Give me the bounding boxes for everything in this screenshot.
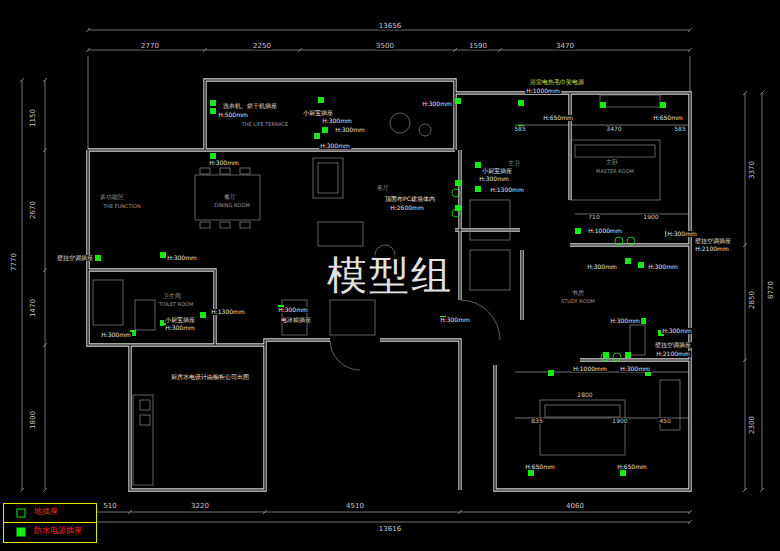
plan-label: 主卧 xyxy=(605,159,619,165)
plan-label: THE LIFE TERRACE xyxy=(241,122,289,127)
plan-label: 小厨宝插座 xyxy=(481,168,513,174)
plan-label: H:300mm xyxy=(277,307,309,313)
plan-label: 510 xyxy=(102,503,117,510)
plan-label: H:2100mm xyxy=(655,351,691,357)
plan-label: 1800 xyxy=(30,410,37,430)
plan-label: 壁挂空调插座 xyxy=(654,342,692,348)
plan-label: H:300mm xyxy=(439,317,471,323)
plan-label: H:300mm xyxy=(164,325,196,331)
plan-label: 书房 xyxy=(571,290,585,296)
plan-label: 3220 xyxy=(190,503,210,510)
plan-label: 厨房水电设计由橱柜公司出图 xyxy=(170,374,250,380)
plan-label: 585 xyxy=(513,126,526,132)
legend-row: 地插座 xyxy=(4,504,96,523)
plan-label: 3470 xyxy=(555,43,575,50)
plan-label: 浴室电热毛巾架电源 xyxy=(529,79,585,85)
plan-label: 2300 xyxy=(749,415,756,435)
plan-label: 2670 xyxy=(30,200,37,220)
plan-label: 1470 xyxy=(30,298,37,318)
plan-label: 2250 xyxy=(252,43,272,50)
plan-label: H:500mm xyxy=(217,112,249,118)
plan-label: H:300mm xyxy=(478,176,510,182)
plan-label: 4510 xyxy=(345,503,365,510)
plan-label: H:300mm xyxy=(319,143,351,149)
plan-label: 餐厅 xyxy=(223,194,237,200)
plan-label: THE FUNCTION xyxy=(102,204,142,209)
plan-label: 2770 xyxy=(140,43,160,50)
socket-symbol xyxy=(16,527,28,537)
plan-label: 13656 xyxy=(378,23,402,30)
plan-label: 835 xyxy=(530,418,543,424)
plan-label: 卫生间 xyxy=(162,293,182,299)
plan-label: 13616 xyxy=(378,526,402,533)
plan-label: 3500 xyxy=(375,43,395,50)
plan-label: H:300mm xyxy=(647,264,679,270)
plan-label: STUDY ROOM xyxy=(560,299,596,304)
plan-label: 4060 xyxy=(565,503,585,510)
plan-label: 1590 xyxy=(468,43,488,50)
legend-box: 地插座防水电源插座 xyxy=(3,503,97,543)
plan-label: 壁挂空调插座 xyxy=(694,238,732,244)
plan-label: H:300mm xyxy=(586,264,618,270)
plan-label: 1900 xyxy=(642,214,659,220)
plan-label: 1900 xyxy=(611,418,628,424)
plan-label: 3370 xyxy=(749,160,756,180)
plan-label: 3470 xyxy=(605,126,622,132)
plan-label: TOILET ROOM xyxy=(158,302,195,307)
plan-label: 电冰箱插座 xyxy=(280,317,312,323)
plan-label: 小厨宝插座 xyxy=(164,317,196,323)
plan-label: H:1000mm xyxy=(572,366,608,372)
plan-label: 2800 xyxy=(576,392,593,398)
plan-label: H:1300mm xyxy=(489,187,525,193)
legend-text: 防水电源插座 xyxy=(34,527,82,535)
plan-label: DINING ROOM xyxy=(213,203,250,208)
plan-label: H:650mm xyxy=(616,464,648,470)
plan-label: H:650mm xyxy=(542,115,574,121)
plan-label: 2850 xyxy=(749,290,756,310)
plan-label: 8770 xyxy=(768,280,775,300)
plan-label: 壁挂空调插座 xyxy=(56,255,94,261)
legend-row: 防水电源插座 xyxy=(4,523,96,541)
plan-label: H:300mm xyxy=(619,366,651,372)
plan-label: 7770 xyxy=(11,252,18,272)
plan-label: 585 xyxy=(673,126,686,132)
plan-label: H:1300mm xyxy=(210,309,246,315)
plan-label: 客厅 xyxy=(376,185,390,191)
socket-symbol xyxy=(16,508,28,518)
plan-label: 洗衣机、烘干机插座 xyxy=(222,103,278,109)
plan-label: H:650mm xyxy=(652,115,684,121)
plan-label: MASTER ROOM xyxy=(595,169,635,174)
plan-label: 1150 xyxy=(30,108,37,128)
plan-label: H:300mm xyxy=(666,231,698,237)
plan-label: H:300mm xyxy=(421,101,453,107)
plan-label: H:300mm xyxy=(609,318,641,324)
plan-label: H:300mm xyxy=(334,127,366,133)
plan-label: 小厨宝插座 xyxy=(302,110,334,116)
plan-label: 710 xyxy=(587,214,600,220)
plan-label: H:300mm xyxy=(166,255,198,261)
plan-label: H:300mm xyxy=(661,328,693,334)
watermark: 模型组 xyxy=(326,255,454,295)
plan-label: H:300mm xyxy=(321,118,353,124)
plan-label: 450 xyxy=(658,418,671,424)
plan-label: 顶面布PC建墙体内 xyxy=(384,196,436,202)
plan-label: H:650mm xyxy=(524,464,556,470)
plan-label: H:1000mm xyxy=(525,88,561,94)
plan-label: 多功能区 xyxy=(99,194,125,200)
plan-label: 主卫 xyxy=(507,160,521,166)
plan-label: H:300mm xyxy=(208,160,240,166)
plan-label: H:2600mm xyxy=(389,205,425,211)
plan-label: H:1000mm xyxy=(587,228,623,234)
plan-label: H:2100mm xyxy=(694,246,730,252)
plan-label: H:300mm xyxy=(100,332,132,338)
legend-text: 地插座 xyxy=(34,508,58,516)
